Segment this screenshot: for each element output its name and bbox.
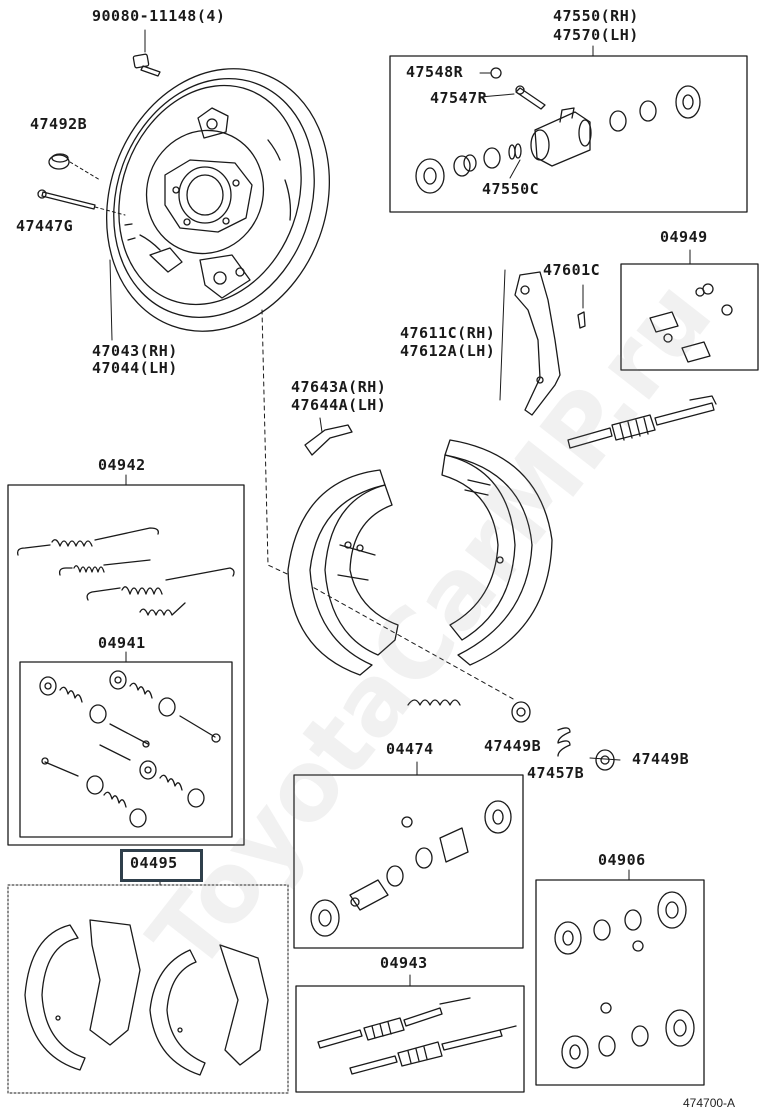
brake-shoe-rear[interactable] — [441, 439, 553, 666]
kit-04943-adjusters[interactable] — [317, 997, 517, 1075]
figure-reference: 474700-A — [683, 1096, 736, 1110]
label-cup-b[interactable]: 47449B — [632, 750, 690, 768]
label-cup-a[interactable]: 47449B — [484, 737, 542, 755]
label-spring[interactable]: 47457B — [527, 764, 585, 782]
kit-04495-highlight — [120, 849, 203, 882]
wheel-cylinder[interactable] — [530, 107, 592, 167]
plug[interactable] — [48, 153, 101, 181]
label-bleeder-bolt[interactable]: 47447G — [16, 217, 74, 235]
brake-shoe-front[interactable] — [287, 469, 399, 676]
mounting-bolt[interactable] — [132, 29, 161, 77]
kit-04906-box — [535, 879, 705, 1086]
label-kit-04942[interactable]: 04942 — [98, 456, 146, 474]
label-wheel-cylinder-lh[interactable]: 47570(LH) — [553, 26, 639, 44]
hold-down-spring[interactable] — [557, 727, 571, 757]
label-cap[interactable]: 47548R — [406, 63, 464, 81]
hold-down-cup-b[interactable] — [595, 749, 615, 771]
label-kit-04495[interactable]: 04495 — [130, 854, 178, 872]
label-backing-plate-rh[interactable]: 47043(RH) — [92, 342, 178, 360]
kit-04906-parts[interactable] — [554, 891, 695, 1069]
adjusting-lever[interactable] — [499, 269, 561, 416]
label-kit-04949[interactable]: 04949 — [660, 228, 708, 246]
kit-04941-box — [19, 661, 233, 838]
label-backing-plate-lh[interactable]: 47044(LH) — [92, 359, 178, 377]
label-kit-04474[interactable]: 04474 — [386, 740, 434, 758]
label-plug[interactable]: 47492B — [30, 115, 88, 133]
label-bleeder[interactable]: 47547R — [430, 89, 488, 107]
kit-04941-parts[interactable] — [39, 670, 221, 828]
kit-04942-springs[interactable] — [17, 527, 235, 616]
parking-strut[interactable] — [304, 417, 353, 456]
bleeder-bolt[interactable] — [37, 189, 126, 216]
label-kit-04906[interactable]: 04906 — [598, 851, 646, 869]
kit-04474-parts[interactable] — [310, 800, 512, 937]
label-wheel-cylinder-rh[interactable]: 47550(RH) — [553, 7, 639, 25]
label-mounting-bolt[interactable]: 90080-11148(4) — [92, 7, 226, 25]
label-cup[interactable]: 47550C — [482, 180, 540, 198]
label-lever-rh[interactable]: 47611C(RH) — [400, 324, 496, 342]
adjuster-assembly[interactable] — [567, 395, 717, 449]
wheel-cylinder-parts[interactable] — [415, 67, 701, 194]
kit-04495-shoes[interactable] — [24, 919, 269, 1076]
return-spring[interactable] — [407, 699, 461, 706]
label-kit-04941[interactable]: 04941 — [98, 634, 146, 652]
wheel-cylinder-box — [389, 55, 748, 213]
kit-04949-parts[interactable] — [649, 283, 733, 363]
kit-04474-box — [293, 774, 524, 949]
label-lever-lh[interactable]: 47612A(LH) — [400, 342, 496, 360]
label-pin[interactable]: 47601C — [543, 261, 601, 279]
label-kit-04943[interactable]: 04943 — [380, 954, 428, 972]
pin-47601c[interactable] — [577, 284, 586, 329]
label-strut-rh[interactable]: 47643A(RH) — [291, 378, 387, 396]
label-strut-lh[interactable]: 47644A(LH) — [291, 396, 387, 414]
kit-04495-box — [7, 884, 289, 1094]
kit-04942-box — [7, 484, 245, 846]
hold-down-cup-a[interactable] — [511, 701, 531, 723]
backing-plate[interactable] — [71, 37, 366, 363]
